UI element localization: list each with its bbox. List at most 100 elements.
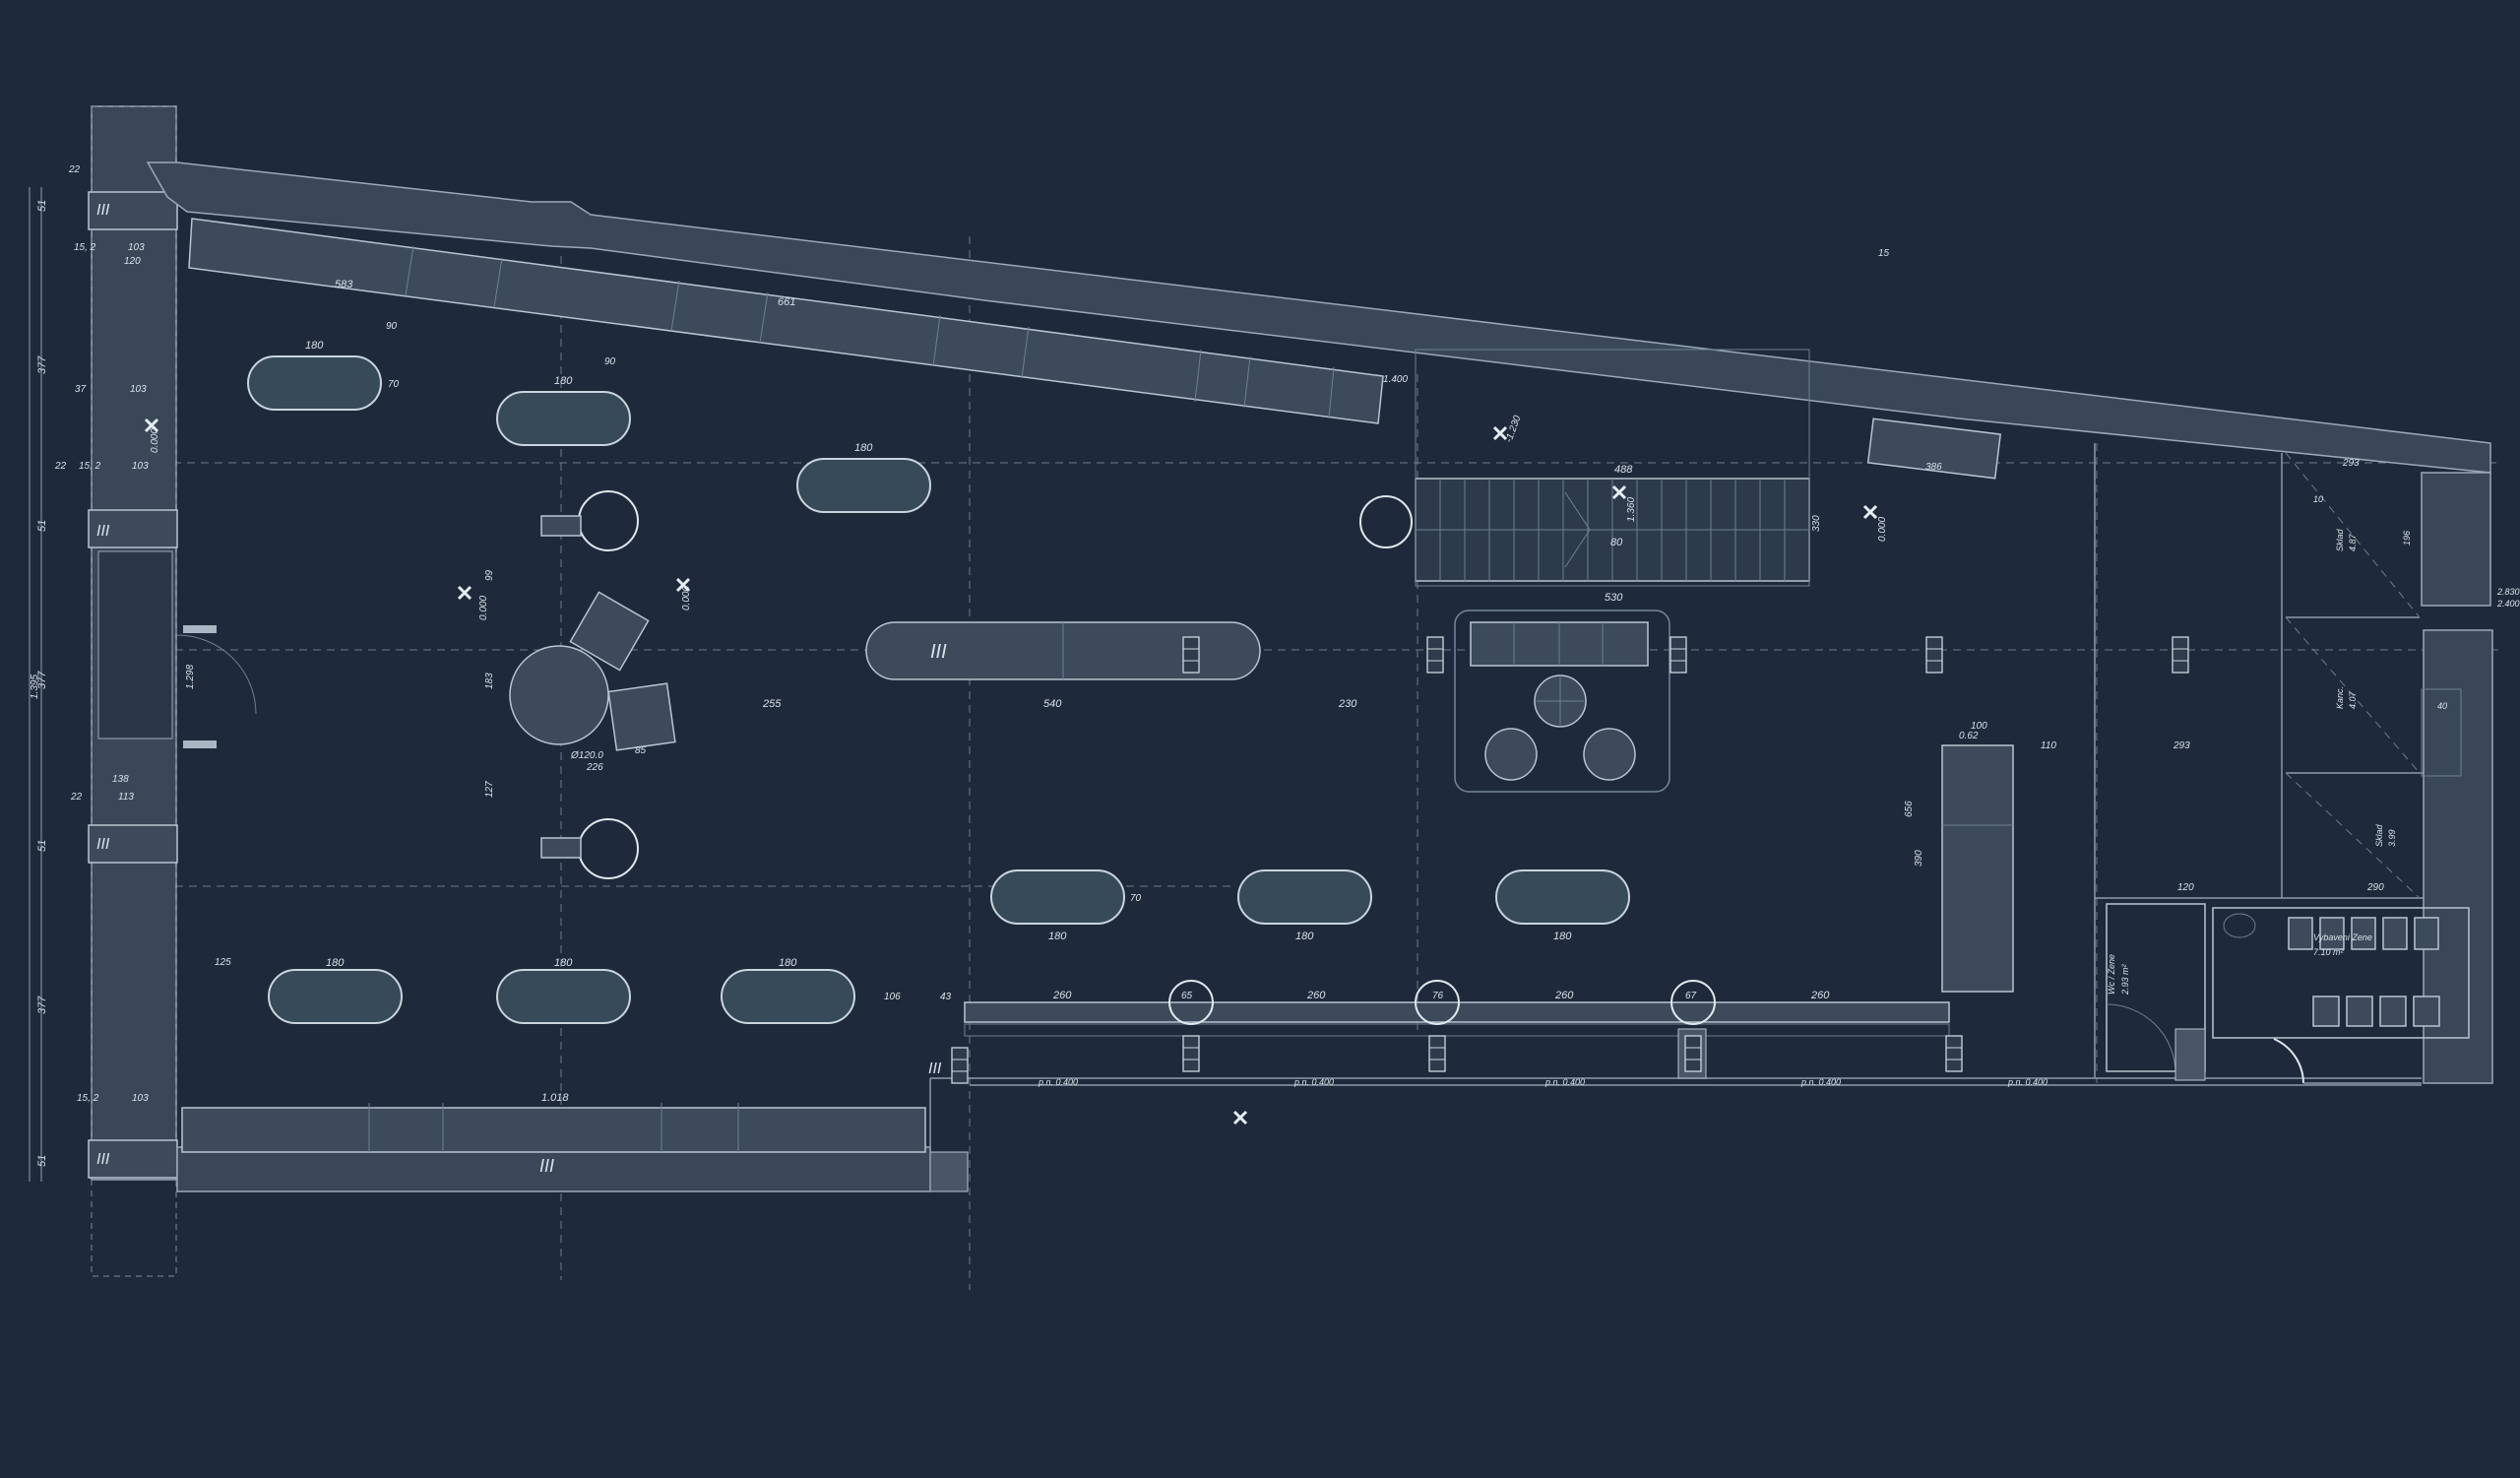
level-mark [457,585,472,601]
dim-330: 330 [1811,515,1822,532]
dim-138: 138 [112,774,129,785]
dim-152-a: 15, 2 [74,242,96,253]
room-r2-area: 4.07 [2348,690,2358,709]
dim-51-d: 51 [36,1155,48,1167]
wc-basin [2351,917,2376,950]
dim-180-5: 180 [554,957,573,969]
room-diagonal-2 [2285,616,2421,774]
window-3 [88,824,178,864]
wc-basin [2382,917,2408,950]
round-table [509,645,609,745]
dim-110: 110 [2041,740,2056,751]
stair-void [1415,349,1810,587]
dim-99: 99 [484,569,495,581]
dim-65: 65 [1181,991,1193,1001]
room-r2-label: Kanc. [2335,686,2345,709]
wc-sink [2223,913,2256,938]
pendant-lamp-stair [1359,495,1413,548]
handle-2 [183,740,217,748]
dim-51-c: 51 [36,840,48,852]
oval-tables: 180 180 180 180 180 180 180 180 180 70 7… [215,321,1630,1024]
square-pouf-1 [569,591,650,672]
dim-196: 196 [2402,531,2412,546]
bottom-wall-left [176,1146,931,1192]
dim-656: 656 [1904,801,1915,817]
mullion-3 [670,280,680,332]
dim-293-b: 293 [2173,740,2190,751]
room-r1-area: 4.87 [2348,533,2358,551]
dim-530: 530 [1605,592,1623,604]
pendant-lamp-3 [1670,980,1716,1025]
wc-basin [2414,917,2439,950]
mullion-9 [1328,366,1335,419]
mullion-8 [1243,355,1251,409]
dim-pn-1: p.n. 0.400 [1038,1077,1078,1087]
dim-76: 76 [1432,991,1444,1001]
entrance-opening [97,550,173,739]
dim-10: 10 [2313,494,2323,504]
square-pouf-2 [607,682,676,751]
chair [2172,636,2189,674]
bottom-wall: 1.018 III [176,1077,2422,1192]
dim-377-c: 377 [36,996,48,1014]
dim-260-c: 260 [1554,990,1574,1001]
chair [1670,636,1687,674]
dim-226: 226 [586,762,603,773]
chair [1426,636,1444,674]
dim-80: 80 [1610,537,1623,548]
display-benches: 260 260 260 260 65 76 67 43 p.n. 0.400 p… [940,980,2204,1087]
dim-90-2: 90 [604,356,616,367]
shaft [2421,688,2462,777]
dim-2830: 2.830 [2496,587,2520,597]
mullion-6 [1021,326,1030,379]
wc-column [2174,1028,2206,1081]
mullion-5 [932,314,941,367]
wall-cabinet [1866,418,2002,480]
wc-stall [2379,996,2407,1027]
dim-386: 386 [1925,462,1942,473]
dim-pn-2: p.n. 0.400 [1293,1077,1334,1087]
lounge-rug [1454,610,1670,793]
level-mark [675,577,691,593]
dim-100: 100 [1971,721,1987,732]
dim-106: 106 [884,992,901,1002]
mullion-2 [493,257,503,308]
dim-230: 230 [1338,698,1357,710]
chair [1182,636,1200,674]
dim-180-6: 180 [779,957,797,969]
dim-51-a: 51 [36,200,48,212]
stair-treads [1416,479,1809,581]
seat-1 [540,515,582,537]
dim-180-4: 180 [326,957,345,969]
left-dimension-chain: 51 377 51 377 51 377 51 1.395 15, 2 103 … [29,164,196,1182]
level-mark [1611,484,1627,500]
dim-488: 488 [1614,464,1633,476]
level-mark [144,418,159,433]
wc2-area: 7.10 m² [2313,947,2345,957]
level-000-3: 0.000 [478,596,489,620]
oval-table-1 [247,355,382,411]
bottom-window-band [181,1107,926,1153]
oval-table-4 [268,969,403,1024]
dim-180-7: 180 [1048,931,1067,942]
room-diagonal-1 [2285,452,2421,618]
bench-strip-2 [964,1023,1950,1037]
chairs [951,636,2189,1084]
dim-260-d: 260 [1810,990,1830,1001]
oval-table-7 [990,869,1125,925]
dim-70-2: 70 [1130,893,1142,904]
dim-15: 15 [1878,248,1890,259]
room-diagonal-3 [2285,772,2421,899]
dim-180-1: 180 [305,340,324,352]
handle-1 [183,625,217,633]
pendant-lamp-1 [1168,980,1214,1025]
level-000-4: 0.000 [1877,517,1888,542]
wc-basin [2288,917,2313,950]
staircase: 488 530 80 330 1.360 -1.230 [1359,349,1822,604]
window-2 [88,509,178,548]
dim-390: 390 [1914,850,1924,867]
chair [1684,1035,1702,1072]
dim-183: 183 [484,673,495,689]
pendant-lamp-2 [1415,980,1460,1025]
wc-fixtures [2223,913,2440,1027]
